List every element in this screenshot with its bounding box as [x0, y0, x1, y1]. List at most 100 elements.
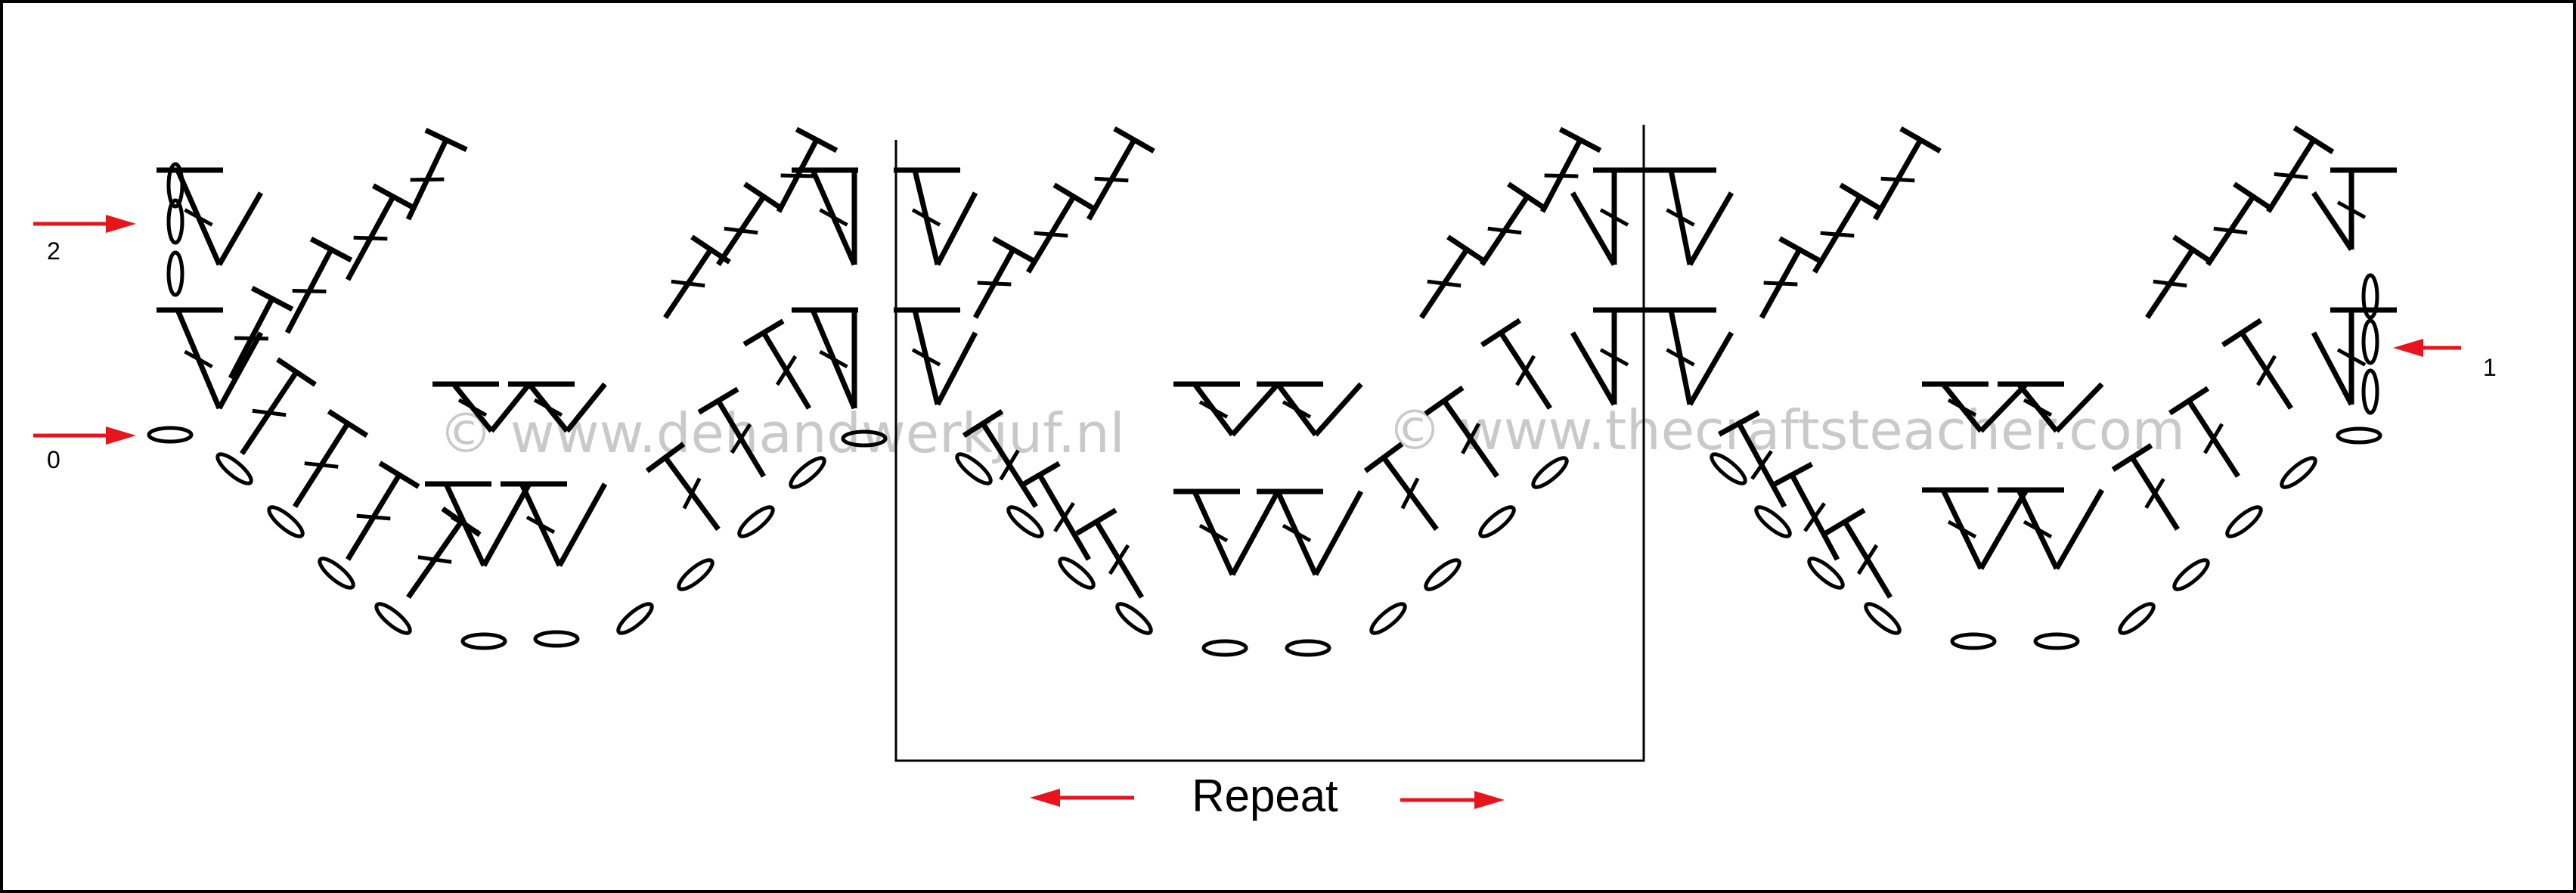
row-label-2: 2: [47, 237, 60, 265]
chain-icon: [215, 452, 253, 485]
double-crochet-cluster-icon: [501, 481, 608, 567]
double-crochet-icon: [1419, 234, 1487, 319]
chain-icon: [1058, 557, 1096, 590]
double-crochet-icon: [2221, 318, 2293, 410]
chain-icon: [2280, 456, 2317, 489]
double-crochet-fan-icon: [2311, 307, 2397, 406]
repeat-bracket: [894, 125, 1645, 762]
double-crochet-icon: [2111, 443, 2180, 531]
double-crochet-icon: [240, 357, 317, 455]
chain-icon: [1424, 558, 1462, 591]
chain-icon: [955, 452, 993, 485]
chain-icon: [1864, 602, 1902, 635]
double-crochet-fan-icon: [2311, 167, 2397, 251]
double-crochet-fan-icon: [894, 307, 978, 406]
chain-icon: [616, 602, 654, 635]
double-crochet-fan-icon: [1570, 307, 1660, 406]
double-crochet-icon: [1424, 385, 1499, 479]
arrows: [33, 215, 2461, 809]
double-crochet-icon: [962, 408, 1038, 508]
chain-icon: [1369, 602, 1407, 635]
chain-icon: [267, 505, 305, 538]
double-crochet-icon: [1872, 126, 1942, 221]
chain-icon: [1115, 602, 1153, 635]
double-crochet-icon: [2168, 386, 2240, 478]
double-crochet-icon: [1025, 182, 1095, 274]
double-crochet-icon: [1759, 236, 1821, 319]
chain-icon: [1710, 452, 1747, 485]
chain-icon: [2225, 505, 2263, 538]
chain-icon: [737, 505, 775, 538]
double-crochet-cluster-icon: [1998, 487, 2105, 570]
double-crochet-fan-icon: [157, 167, 264, 266]
chain-icon: [1006, 505, 1044, 538]
double-crochet-fan-icon: [894, 167, 978, 266]
double-crochet-icon: [405, 127, 468, 221]
chain-icon: [1807, 557, 1845, 590]
double-crochet-icon: [972, 236, 1034, 319]
row-0-arrow: [33, 426, 136, 445]
double-crochet-cluster-icon: [1922, 381, 2029, 433]
double-crochet-icon: [1812, 182, 1881, 274]
double-crochet-cluster-icon: [1173, 488, 1281, 576]
double-crochet-icon: [1824, 507, 1893, 599]
double-crochet-icon: [1086, 126, 1155, 221]
double-crochet-icon: [716, 181, 784, 266]
watermark-right: © www.thecraftsteacher.com: [1387, 398, 2185, 462]
double-crochet-icon: [1480, 318, 1552, 410]
chain-icon: [533, 630, 580, 648]
chain-icon: [1478, 505, 1516, 538]
double-crochet-cluster-icon: [1922, 487, 2029, 570]
chain-icon: [318, 557, 355, 590]
chain-icon: [460, 632, 507, 650]
double-crochet-fan-icon: [792, 307, 858, 410]
row-label-1: 1: [2483, 354, 2497, 381]
double-crochet-icon: [776, 126, 839, 213]
double-crochet-cluster-icon: [425, 481, 532, 567]
chain-icon: [2118, 602, 2156, 635]
double-crochet-icon: [345, 183, 415, 281]
chain-icon: [677, 558, 715, 591]
chain-icon: [1754, 505, 1792, 538]
chain-icon: [2361, 273, 2379, 320]
watermark-left: © www.dehandwerkjuf.nl: [439, 402, 1125, 465]
repeat-right-arrow: [1400, 791, 1505, 809]
double-crochet-icon: [346, 460, 420, 561]
chain-icon: [166, 250, 184, 297]
chain-icon: [2033, 632, 2080, 650]
chain-icon: [1531, 456, 1569, 489]
double-crochet-icon: [1363, 442, 1439, 532]
row-label-0: 0: [47, 446, 60, 473]
chain-icon: [1285, 639, 1331, 657]
double-crochet-icon: [645, 442, 721, 532]
chain-stitches: [147, 162, 2382, 657]
double-crochet-cluster-icon: [1998, 381, 2104, 433]
double-crochet-icon: [1075, 507, 1145, 599]
double-crochet-fan-icon: [1570, 167, 1660, 266]
chain-icon: [2361, 318, 2379, 365]
double-crochet-stitches: [157, 126, 2397, 600]
chain-icon: [147, 426, 194, 444]
double-crochet-icon: [1539, 126, 1602, 213]
double-crochet-fan-icon: [1650, 307, 1734, 406]
chain-icon: [1201, 639, 1248, 657]
double-crochet-fan-icon: [792, 167, 858, 266]
repeat-left-arrow: [1030, 789, 1134, 807]
double-crochet-icon: [1770, 461, 1840, 561]
double-crochet-icon: [2206, 181, 2274, 266]
chain-icon: [166, 198, 184, 245]
double-crochet-cluster-icon: [1257, 381, 1363, 437]
double-crochet-icon: [1018, 460, 1092, 561]
double-crochet-icon: [228, 285, 294, 380]
double-crochet-icon: [2266, 126, 2335, 213]
chain-icon: [2361, 368, 2379, 415]
double-crochet-icon: [2145, 234, 2213, 319]
double-crochet-icon: [1480, 181, 1548, 266]
double-crochet-icon: [742, 318, 812, 410]
chain-icon: [1950, 632, 1997, 650]
chain-icon: [2172, 558, 2210, 591]
chain-icon: [789, 456, 826, 489]
chain-icon: [841, 429, 888, 448]
double-crochet-icon: [284, 236, 353, 334]
